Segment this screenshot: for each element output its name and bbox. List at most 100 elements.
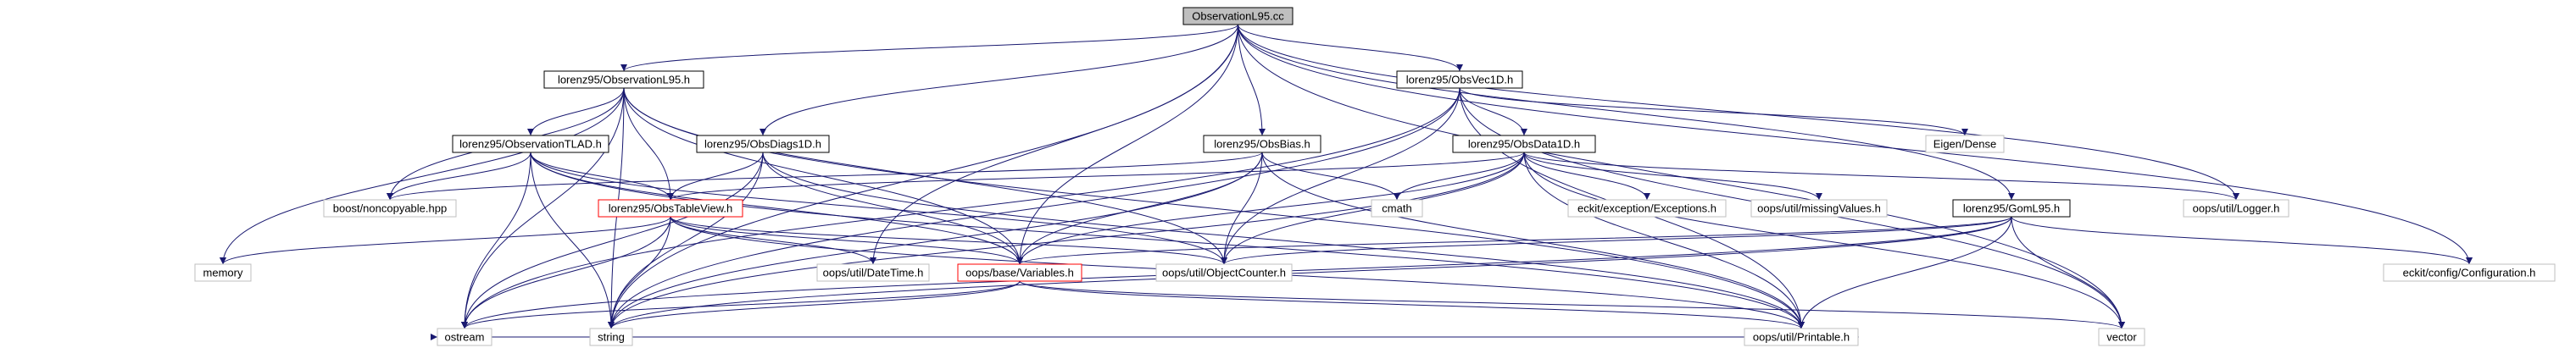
edge-obsvec1d_h-to-string xyxy=(608,87,1460,329)
edge-obsbias_h-to-boost_noncopyable xyxy=(387,152,1263,201)
edge-oops_variables-to-string xyxy=(608,280,1021,329)
node-observationtlad-h[interactable]: lorenz95/ObservationTLAD.h xyxy=(452,135,609,153)
node-obstableview-h[interactable]: lorenz95/ObsTableView.h xyxy=(598,199,743,218)
node-box xyxy=(1396,70,1523,89)
edge-obsdata1d_h-to-oops_printable xyxy=(1523,152,1805,329)
node-oops-datetime[interactable]: oops/util/DateTime.h xyxy=(816,263,930,282)
node-label: oops/util/missingValues.h xyxy=(1757,202,1881,215)
edge-root-to-eckit_configuration xyxy=(1238,24,2473,265)
node-box xyxy=(2383,263,2556,282)
edge-root-to-oops_logger xyxy=(1238,24,2239,201)
node-box xyxy=(437,328,492,346)
edge-root-to-gom_l95_h xyxy=(1238,24,2015,201)
node-label: lorenz95/ObsBias.h xyxy=(1214,138,1310,151)
node-oops-logger[interactable]: oops/util/Logger.h xyxy=(2183,199,2289,218)
node-box xyxy=(1371,199,1423,218)
node-label: lorenz95/ObsVec1D.h xyxy=(1406,74,1513,86)
node-label: oops/util/Logger.h xyxy=(2193,202,2280,215)
node-oops-variables[interactable]: oops/base/Variables.h xyxy=(957,263,1082,282)
edge-obsvec1d_h-to-ostream xyxy=(461,87,1460,329)
edge-obsbias_h-to-string xyxy=(608,152,1263,329)
node-obsvec1d-h[interactable]: lorenz95/ObsVec1D.h xyxy=(1396,70,1523,89)
edge-oops_variables-to-ostream xyxy=(461,280,1021,329)
node-label: lorenz95/ObsDiags1D.h xyxy=(704,138,821,151)
node-observationl95-h[interactable]: lorenz95/ObservationL95.h xyxy=(543,70,704,89)
node-gom-l95-h[interactable]: lorenz95/GomL95.h xyxy=(1952,199,2071,218)
node-box xyxy=(2098,328,2145,346)
edge-observationl95_h-to-ostream xyxy=(461,87,625,329)
edge-gom_l95_h-to-oops_variables xyxy=(1016,216,2012,265)
node-box xyxy=(452,135,609,153)
node-label: oops/base/Variables.h xyxy=(965,267,1074,279)
node-label: lorenz95/ObsData1D.h xyxy=(1468,138,1580,151)
edge-root-to-obsdiags1d_h xyxy=(759,24,1238,136)
node-box xyxy=(2183,199,2289,218)
edge-observationtlad_h-to-boost_noncopyable xyxy=(387,152,531,201)
edge-obstableview_h-to-oops_objectcounter xyxy=(670,216,1227,265)
edge-obsdata1d_h-to-oops_missingvalues xyxy=(1523,152,1822,201)
node-box xyxy=(589,328,633,346)
edge-obsdiags1d_h-to-ostream xyxy=(461,152,764,329)
edge-root-to-observationl95_h xyxy=(620,24,1238,72)
edge-observationl95_h-to-observationtlad_h xyxy=(527,87,625,136)
edge-obsdiags1d_h-to-oops_printable xyxy=(762,152,1805,329)
node-label: boost/noncopyable.hpp xyxy=(333,202,447,215)
node-ostream[interactable]: ostream xyxy=(437,328,492,346)
edge-obsdata1d_h-to-cmath xyxy=(1394,152,1525,201)
node-label: memory xyxy=(203,267,243,279)
node-box xyxy=(1182,7,1294,25)
edge-obsdata1d_h-to-oops_variables xyxy=(1016,152,1525,265)
edge-gom_l95_h-to-oops_objectcounter xyxy=(1221,216,2012,265)
node-obsbias-h[interactable]: lorenz95/ObsBias.h xyxy=(1203,135,1321,153)
node-boost-noncopyable[interactable]: boost/noncopyable.hpp xyxy=(323,199,457,218)
edge-root-to-obsvec1d_h xyxy=(1238,24,1463,72)
node-cmath[interactable]: cmath xyxy=(1371,199,1423,218)
edge-obstableview_h-to-ostream xyxy=(461,216,671,329)
node-string[interactable]: string xyxy=(589,328,633,346)
edge-obsbias_h-to-oops_objectcounter xyxy=(1221,152,1263,265)
node-oops-missingvalues[interactable]: oops/util/missingValues.h xyxy=(1750,199,1888,218)
node-label: eckit/config/Configuration.h xyxy=(2403,267,2536,279)
edge-obstableview_h-to-oops_variables xyxy=(670,216,1023,265)
node-obsdiags1d-h[interactable]: lorenz95/ObsDiags1D.h xyxy=(696,135,830,153)
edge-obstableview_h-to-oops_datetime xyxy=(670,216,876,265)
node-eckit-configuration[interactable]: eckit/config/Configuration.h xyxy=(2383,263,2556,282)
node-label: oops/util/Printable.h xyxy=(1753,331,1850,344)
node-label: ObservationL95.cc xyxy=(1192,10,1284,23)
node-oops-objectcounter[interactable]: oops/util/ObjectCounter.h xyxy=(1155,263,1293,282)
node-box xyxy=(957,263,1082,282)
edge-root-to-oops_datetime xyxy=(870,24,1238,265)
node-memory[interactable]: memory xyxy=(194,263,252,282)
node-box xyxy=(194,263,252,282)
node-layer: ObservationL95.cc lorenz95/ObservationL95… xyxy=(194,7,2556,346)
edge-oops_variables-to-vector xyxy=(1019,280,2125,329)
node-box xyxy=(1750,199,1888,218)
node-vector[interactable]: vector xyxy=(2098,328,2145,346)
edge-obsvec1d_h-to-eigen_dense xyxy=(1459,87,1968,136)
node-label: lorenz95/ObservationTLAD.h xyxy=(459,138,602,151)
node-root[interactable]: ObservationL95.cc xyxy=(1182,7,1294,25)
node-box xyxy=(1952,199,2071,218)
node-box xyxy=(543,70,704,89)
node-obsdata1d-h[interactable]: lorenz95/ObsData1D.h xyxy=(1452,135,1596,153)
node-label: string xyxy=(598,331,625,344)
node-label: eckit/exception/Exceptions.h xyxy=(1577,202,1716,215)
edge-obsvec1d_h-to-oops_objectcounter xyxy=(1221,87,1460,265)
edge-root-to-obsbias_h xyxy=(1238,24,1266,136)
edge-gom_l95_h-to-eckit_configuration xyxy=(2011,216,2473,265)
edge-root-to-oops_variables xyxy=(1016,24,1238,265)
node-box xyxy=(323,199,457,218)
edge-obsvec1d_h-to-obsdata1d_h xyxy=(1459,87,1527,136)
node-label: oops/util/ObjectCounter.h xyxy=(1162,267,1286,279)
node-box xyxy=(1452,135,1596,153)
node-box xyxy=(1567,199,1727,218)
node-eigen-dense[interactable]: Eigen/Dense xyxy=(1925,135,2005,153)
edge-obsdiags1d_h-to-oops_variables xyxy=(762,152,1023,265)
node-label: cmath xyxy=(1382,202,1411,215)
node-eckit-exceptions[interactable]: eckit/exception/Exceptions.h xyxy=(1567,199,1727,218)
edge-obsdata1d_h-to-eckit_exceptions xyxy=(1523,152,1650,201)
edge-obsbias_h-to-cmath xyxy=(1261,152,1400,201)
node-oops-printable[interactable]: oops/util/Printable.h xyxy=(1744,328,1859,346)
edge-observationtlad_h-to-ostream xyxy=(461,152,531,329)
